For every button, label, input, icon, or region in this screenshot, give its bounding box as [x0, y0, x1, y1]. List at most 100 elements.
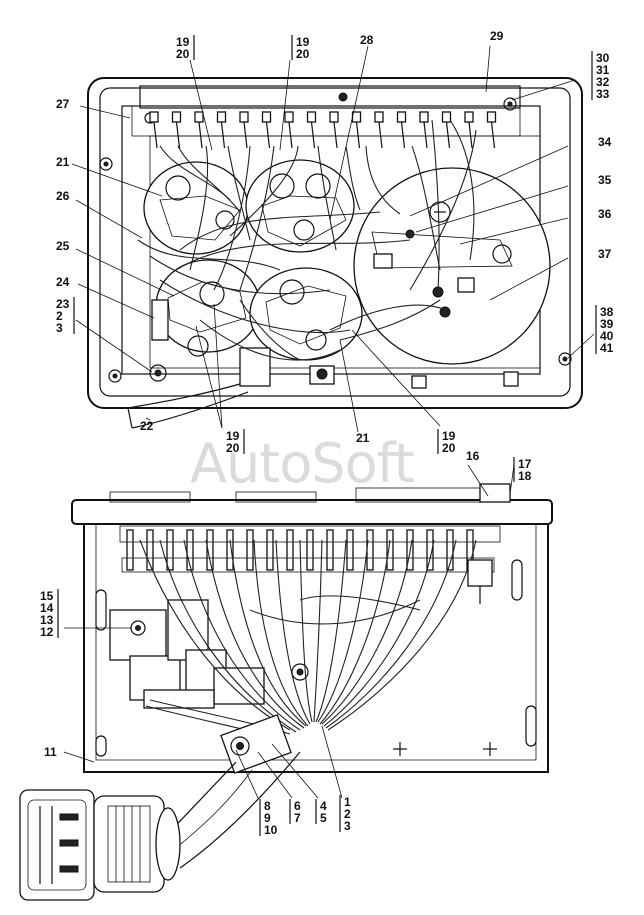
callout-1: 123	[339, 795, 351, 833]
side-connector-pin	[166, 529, 174, 571]
terminal-lead	[423, 121, 428, 149]
callout-number: 10	[264, 823, 278, 837]
callout-6: 67	[289, 799, 301, 825]
speedometer-gauge	[353, 167, 551, 365]
callout-24: 24	[56, 275, 70, 289]
terminal-lug	[261, 111, 272, 123]
callout-35: 35	[598, 173, 612, 187]
callout-29: 29	[490, 29, 504, 43]
callout-number: 22	[140, 419, 154, 433]
callout-number: 2	[56, 309, 63, 323]
side-connector-pin	[366, 529, 374, 571]
side-connector-pin	[386, 529, 394, 571]
callout-number: 20	[176, 47, 190, 61]
harness-plug-connector	[19, 789, 181, 901]
side-connector-pin	[426, 529, 434, 571]
callout-37: 37	[598, 247, 612, 261]
side-connector-pin	[246, 529, 254, 571]
side-connector-pin	[446, 529, 454, 571]
callout-number: 19	[176, 35, 190, 49]
terminal-lead	[153, 121, 158, 149]
callout-number: 40	[600, 329, 614, 343]
callout-25: 25	[56, 239, 70, 253]
callout-number: 20	[226, 441, 240, 455]
callout-22: 22	[140, 419, 154, 433]
callout-number: 17	[518, 457, 532, 471]
callout-number: 3	[344, 819, 351, 833]
side-connector-pin	[306, 529, 314, 571]
bottom-panel-side-view	[19, 483, 553, 901]
terminal-lead	[468, 121, 473, 149]
terminal-lug	[374, 111, 384, 123]
callout-number: 35	[598, 173, 612, 187]
callout-number: 12	[40, 625, 54, 639]
callout-number: 26	[56, 189, 70, 203]
terminal-lead	[288, 121, 293, 149]
side-connector-pin	[206, 529, 214, 571]
callout-number: 21	[56, 155, 70, 169]
terminal-lug	[194, 111, 204, 123]
terminal-lead	[445, 121, 451, 149]
side-connector-pin	[286, 529, 294, 571]
callout-number: 39	[600, 317, 614, 331]
terminal-row	[149, 111, 497, 149]
callout-number: 15	[40, 589, 54, 603]
callout-21b: 21	[356, 431, 370, 445]
callout-number: 20	[442, 441, 456, 455]
side-connector-pin	[126, 529, 134, 571]
callout-number: 19	[442, 429, 456, 443]
terminal-lead	[198, 121, 203, 149]
terminal-lug	[419, 111, 429, 123]
callout-number: 37	[598, 247, 612, 261]
callout-number: 6	[294, 799, 301, 813]
terminal-lead	[175, 121, 181, 149]
callout-number: 18	[518, 469, 532, 483]
callout-number: 29	[490, 29, 504, 43]
gauge-upper-middle	[245, 159, 355, 253]
callout-number: 20	[296, 47, 310, 61]
callout-36: 36	[598, 207, 612, 221]
callout-34: 34	[598, 135, 612, 149]
terminal-lead	[310, 121, 316, 149]
terminal-lug	[149, 111, 159, 123]
callout-number: 9	[264, 811, 271, 825]
callout-number: 8	[264, 799, 271, 813]
top-panel-rear-view	[87, 77, 583, 429]
callout-number: 16	[466, 449, 480, 463]
gauge-lower-middle	[249, 267, 363, 361]
callout-number: 1	[344, 795, 351, 809]
side-connector-pin	[266, 529, 274, 571]
gauge-lower-left	[155, 259, 261, 357]
terminal-lug	[486, 111, 497, 123]
callout-number: 13	[40, 613, 54, 627]
callout-number: 19	[296, 35, 310, 49]
callout-number: 30	[596, 51, 610, 65]
terminal-lug	[351, 111, 362, 123]
callout-number: 5	[320, 811, 327, 825]
side-connector-pin	[226, 529, 234, 571]
callout-11: 11	[44, 745, 57, 759]
side-connector-pin	[146, 529, 154, 571]
terminal-lug	[284, 111, 294, 123]
callout-number: 33	[596, 87, 610, 101]
callout-number: 11	[44, 745, 57, 759]
terminal-lead	[378, 121, 383, 149]
terminal-lead	[490, 121, 496, 149]
callout-number: 4	[320, 799, 327, 813]
terminal-lead	[333, 121, 338, 149]
callout-number: 2	[344, 807, 351, 821]
callout-number: 41	[600, 341, 614, 355]
terminal-lug	[216, 111, 227, 123]
callout-28: 28	[360, 33, 374, 47]
callout-number: 23	[56, 297, 70, 311]
terminal-lug	[306, 111, 317, 123]
callout-number: 31	[596, 63, 610, 77]
